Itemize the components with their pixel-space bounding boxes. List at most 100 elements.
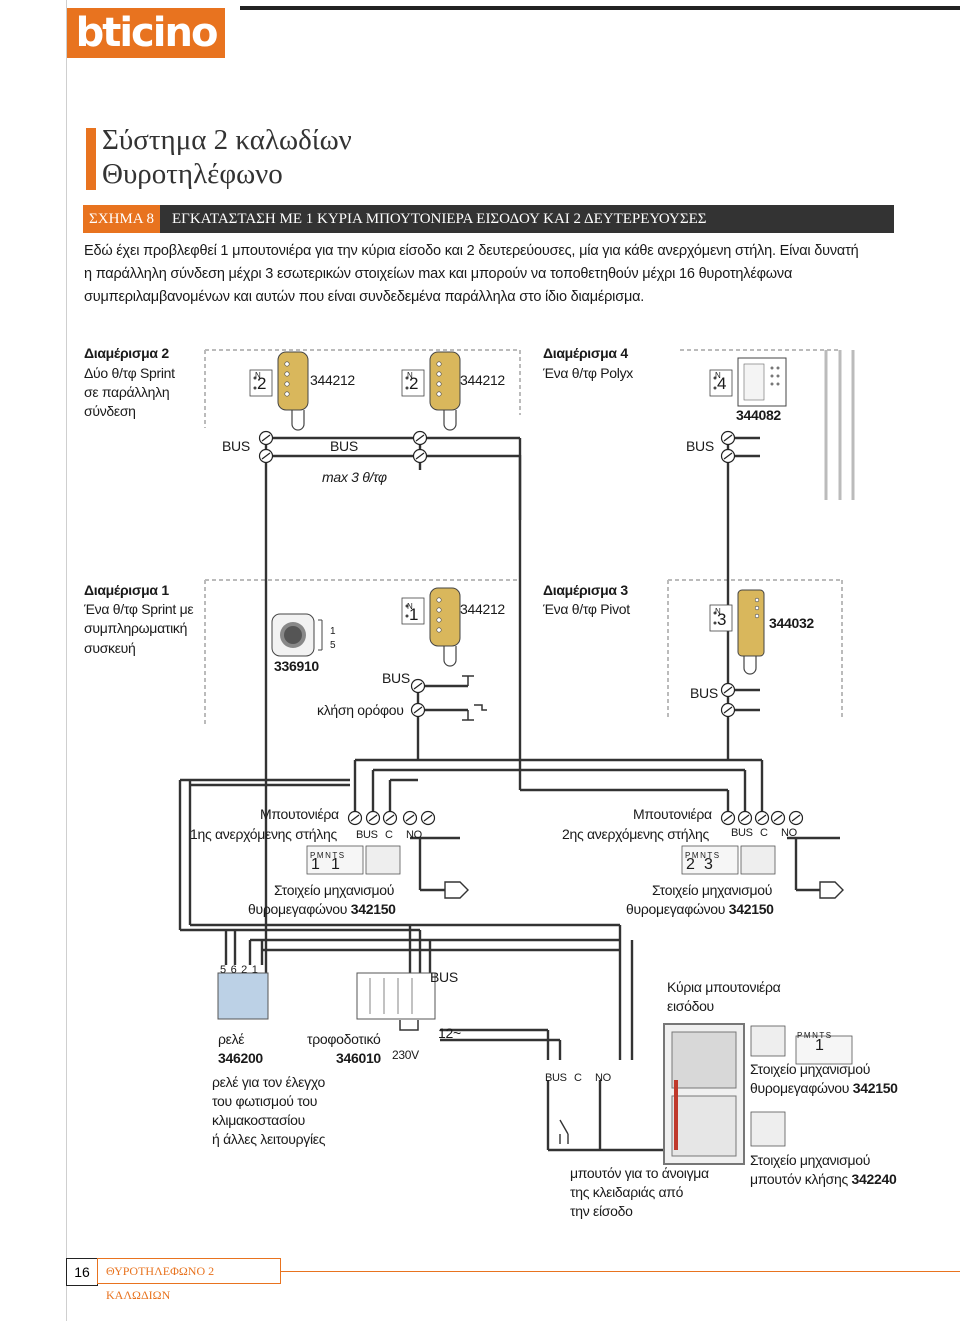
address-label: 1 xyxy=(311,856,320,873)
mains-voltage-label: 230V xyxy=(392,1048,419,1062)
speaker-module-label: θυρομεγαφώνου 342150 xyxy=(248,901,396,917)
footer-rule xyxy=(281,1271,960,1272)
device-code-346200: 346200 xyxy=(218,1050,263,1066)
riser-panel-1-title: Μπουτονιέρα xyxy=(260,806,339,822)
speaker-module-label: Στοιχείο μηχανισμού xyxy=(274,882,395,898)
terminal-label: NO xyxy=(406,829,422,841)
n-label: N xyxy=(407,602,413,611)
bticino-logo: bticino xyxy=(67,8,225,58)
terminal-label: C xyxy=(760,827,768,839)
page-title-line1: Σύστημα 2 καλωδίων xyxy=(102,124,352,156)
header-rule xyxy=(240,6,960,10)
apartment-1-desc: συμπληρωματική xyxy=(84,620,188,636)
n-label: N xyxy=(255,371,261,380)
figure-number: ΣΧΗΜΑ 8 xyxy=(83,205,160,233)
intro-line: συμπεριλαμβανομένων και αυτών που είναι … xyxy=(84,289,645,305)
terminal-label: BUS xyxy=(545,1072,567,1084)
address-label: 2 xyxy=(686,856,695,873)
address-label: 3 xyxy=(717,610,727,629)
pmnts-label: P M N T S xyxy=(310,851,344,860)
riser-panel-2-title: 2ης ανερχόμενης στήλης xyxy=(562,826,709,842)
footer-title: ΘΥΡΟΤΗΛΕΦΩΝΟ 2 ΚΑΛΩΔΙΩΝ xyxy=(97,1258,281,1302)
riser-panel-2-title: Μπουτονιέρα xyxy=(633,806,712,822)
device-code-344212: 344212 xyxy=(460,601,505,617)
relay-description: κλιμακοστασίου xyxy=(212,1112,305,1128)
terminal-label: NO xyxy=(595,1072,611,1084)
section-header xyxy=(83,205,894,233)
address-label: 4 xyxy=(717,374,727,393)
apartment-2-desc: σε παράλληλη xyxy=(84,384,170,400)
address-label: 1 xyxy=(815,1037,824,1054)
bus-label: BUS xyxy=(330,438,358,454)
intro-paragraph: Εδώ έχει προβλεφθεί 1 μπουτονιέρα για τη… xyxy=(84,240,894,309)
bus-label: BUS xyxy=(686,438,714,454)
page-title-line2: Θυροτηλέφωνο xyxy=(102,158,283,190)
device-code-346010: 346010 xyxy=(336,1050,381,1066)
relay-label: ρελέ xyxy=(218,1031,245,1047)
apartment-1-title: Διαμέρισμα 1 xyxy=(84,582,169,598)
title-accent-bar xyxy=(86,128,96,190)
riser-panel-1-title: 1ης ανερχόμενης στήλης xyxy=(190,826,337,842)
terminal-label: 1 xyxy=(330,626,336,637)
intro-line: η παράλληλη σύνδεση μέχρι 3 εσωτερικών σ… xyxy=(84,266,793,282)
apartment-1-desc: συσκευή xyxy=(84,640,136,656)
address-label: 3 xyxy=(704,856,713,873)
max-handsets-note: max 3 θ/τφ xyxy=(322,469,387,485)
main-panel-title: Κύρια μπουτονιέρα xyxy=(667,979,781,995)
terminal-label: C xyxy=(385,829,393,841)
low-voltage-label: 12~ xyxy=(438,1025,461,1041)
apartment-3-title: Διαμέρισμα 3 xyxy=(543,582,628,598)
floor-call-label: κλήση ορόφου xyxy=(317,702,404,718)
terminal-label: BUS xyxy=(356,829,378,841)
lock-button-label: μπουτόν για το άνοιγμα xyxy=(570,1165,709,1181)
device-code-344082: 344082 xyxy=(736,407,781,423)
speaker-module-label: Στοιχείο μηχανισμού xyxy=(652,882,773,898)
call-button-module-label: μπουτόν κλήσης 342240 xyxy=(750,1171,897,1187)
intro-line: Εδώ έχει προβλεφθεί 1 μπουτονιέρα για τη… xyxy=(84,243,859,259)
apartment-4-title: Διαμέρισμα 4 xyxy=(543,345,628,361)
relay-terminals: 5 6 2 1 xyxy=(220,964,258,976)
address-label: 1 xyxy=(331,856,340,873)
pmnts-label: P M N T S xyxy=(685,851,719,860)
section-title: ΕΓΚΑΤΑΣΤΑΣΗ ΜΕ 1 ΚΥΡΙΑ ΜΠΟΥΤΟΝΙΕΡΑ ΕΙΣΟΔ… xyxy=(172,211,707,227)
n-label: N xyxy=(715,371,721,380)
terminal-label: BUS xyxy=(731,827,753,839)
bus-label: BUS xyxy=(222,438,250,454)
terminal-label: C xyxy=(574,1072,582,1084)
apartment-2-desc: σύνδεση xyxy=(84,403,136,419)
relay-description: ή άλλες λειτουργίες xyxy=(212,1131,326,1147)
apartment-2-title: Διαμέρισμα 2 xyxy=(84,345,169,361)
page-margin-rule xyxy=(66,0,67,1321)
power-supply-label: τροφοδοτικό xyxy=(307,1031,381,1047)
apartment-2-desc: Δύο θ/τφ Sprint xyxy=(84,365,175,381)
terminal-label: 5 xyxy=(330,640,336,651)
n-label: N xyxy=(715,607,721,616)
bus-label: BUS xyxy=(382,670,410,686)
address-label: 2 xyxy=(257,374,267,393)
address-label: 2 xyxy=(409,374,419,393)
bus-label: BUS xyxy=(430,969,458,985)
lock-button-label: της κλειδαριάς από xyxy=(570,1184,684,1200)
main-panel-title: εισόδου xyxy=(667,998,714,1014)
lock-button-label: την είσοδο xyxy=(570,1203,633,1219)
speaker-module-label: θυρομεγαφώνου 342150 xyxy=(750,1080,898,1096)
apartment-4-desc: Ένα θ/τφ Polyx xyxy=(543,365,633,381)
device-code-344032: 344032 xyxy=(769,615,814,631)
call-button-module-label: Στοιχείο μηχανισμού xyxy=(750,1152,871,1168)
device-code-336910: 336910 xyxy=(274,658,319,674)
n-label: N xyxy=(407,371,413,380)
apartment-3-desc: Ένα θ/τφ Pivot xyxy=(543,601,630,617)
relay-description: ρελέ για τον έλεγχο xyxy=(212,1074,325,1090)
address-label: 1 xyxy=(409,605,419,624)
apartment-1-desc: Ένα θ/τφ Sprint με xyxy=(84,601,194,617)
bus-label: BUS xyxy=(690,685,718,701)
terminal-label: NO xyxy=(781,827,797,839)
speaker-module-label: Στοιχείο μηχανισμού xyxy=(750,1061,871,1077)
device-code-344212: 344212 xyxy=(460,372,505,388)
device-code-344212: 344212 xyxy=(310,372,355,388)
relay-description: του φωτισμού του xyxy=(212,1093,318,1109)
page-number: 16 xyxy=(66,1258,98,1286)
speaker-module-label: θυρομεγαφώνου 342150 xyxy=(626,901,774,917)
pmnts-label: P M N T S xyxy=(797,1031,831,1040)
